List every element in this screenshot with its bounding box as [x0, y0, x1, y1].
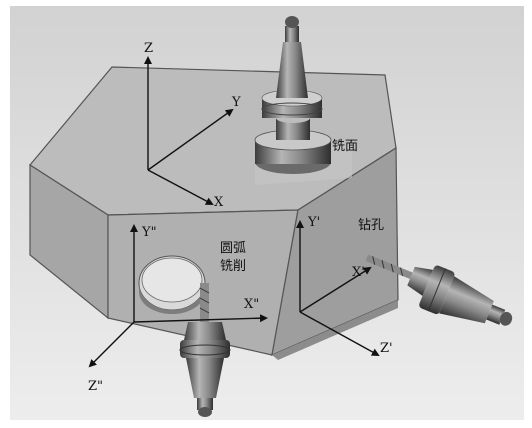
world-x-axis [147, 169, 214, 205]
double-primed-z-axis [88, 321, 135, 368]
world-z-label: Z [144, 41, 153, 56]
double-primed-x-axis [133, 314, 268, 323]
primed-x-axis [299, 266, 372, 313]
primed-frame: Y' X' Z' [296, 215, 393, 356]
world-y-label: Y [231, 95, 241, 110]
face-milling-label: 铣面 [332, 139, 358, 154]
arc-milling-tool [179, 283, 231, 417]
drilling-tool [365, 254, 513, 326]
double-primed-x-label: X" [244, 297, 259, 312]
world-x-label: X [214, 195, 224, 210]
arc-pocket [138, 255, 206, 314]
arc-milling-label-line1: 圆弧 [220, 241, 246, 256]
arc-milling-label-line2: 铣削 [220, 259, 246, 274]
primed-z-label: Z' [380, 341, 393, 356]
block-bottom-edge [272, 300, 398, 360]
primed-z-axis [299, 311, 380, 356]
double-primed-y-label: Y" [141, 225, 157, 240]
world-y-axis [147, 108, 234, 171]
world-frame: Z Y X [144, 41, 241, 210]
double-primed-frame: Y" X" Z" [88, 224, 268, 394]
double-primed-z-label: Z" [88, 379, 103, 394]
primed-y-label: Y' [307, 215, 320, 230]
drilling-label: 钻孔 [358, 218, 384, 233]
primed-x-label: X' [352, 265, 365, 280]
face-milling-tool [254, 16, 332, 174]
